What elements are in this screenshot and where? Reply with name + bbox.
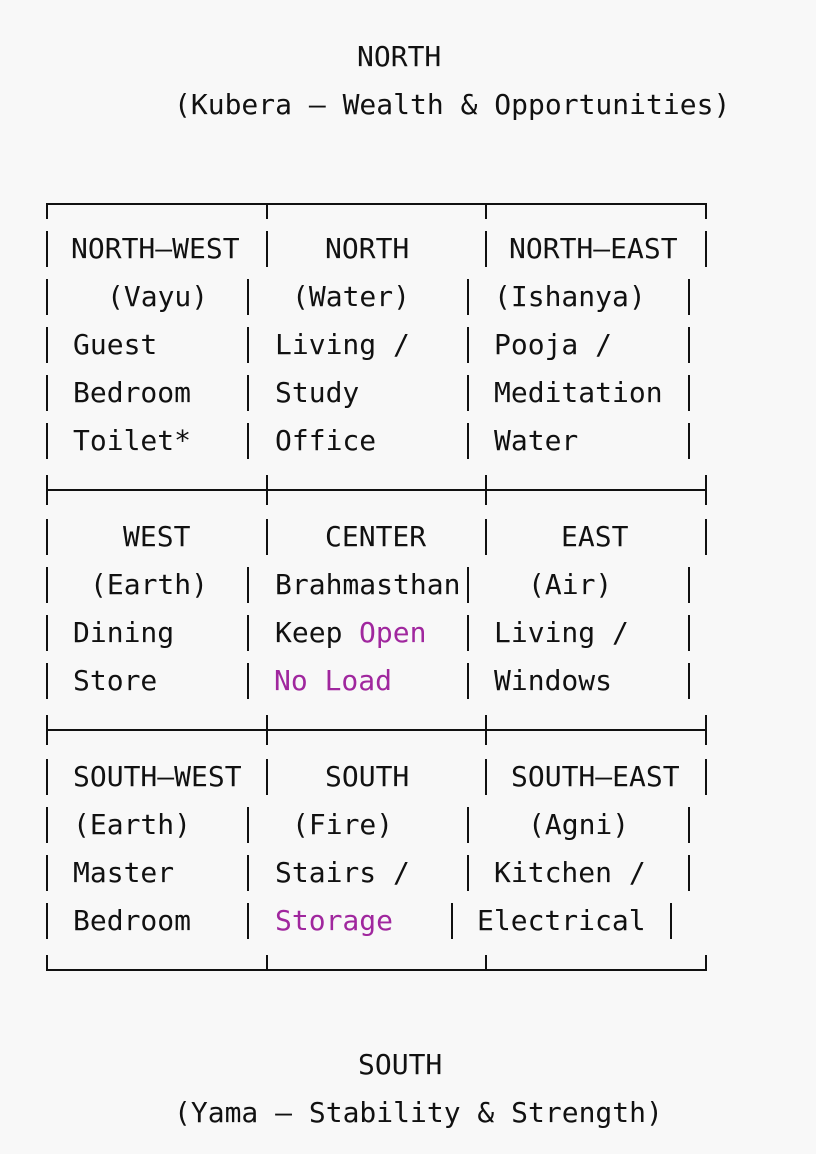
zone-use-line: Living / [275, 328, 410, 361]
zone-element: (Earth) [73, 808, 192, 841]
zone-use-line: Office [275, 424, 377, 457]
south-title: SOUTH [358, 1048, 443, 1081]
zone-direction: WEST [123, 520, 191, 553]
zone-direction: SOUTH–EAST [511, 760, 680, 793]
north-subtitle: (Kubera – Wealth & Opportunities) [174, 88, 731, 121]
zone-use-line: Study [275, 376, 360, 409]
north-title: NORTH [357, 40, 442, 73]
zone-use-line: Pooja / [494, 328, 613, 361]
zone-element: (Vayu) [107, 280, 209, 313]
zone-direction: SOUTH–WEST [73, 760, 242, 793]
zone-direction: CENTER [325, 520, 427, 553]
zone-direction: NORTH [325, 232, 410, 265]
zone-use-line: Water [494, 424, 579, 457]
zone-use-line: Kitchen / [494, 856, 646, 889]
south-subtitle: (Yama – Stability & Strength) [174, 1096, 663, 1129]
zone-use-line: Store [73, 664, 158, 697]
zone-use-highlight: Storage [275, 904, 394, 937]
zone-direction: SOUTH [325, 760, 410, 793]
zone-use-line: Master [73, 856, 175, 889]
zone-direction: NORTH–WEST [71, 232, 240, 265]
zone-use-line: Toilet* [73, 424, 192, 457]
zone-use-line: Electrical [477, 904, 646, 937]
zone-use-line: Bedroom [73, 376, 192, 409]
zone-element: (Agni) [528, 808, 630, 841]
zone-direction: EAST [561, 520, 629, 553]
zone-use-line: Stairs / [275, 856, 410, 889]
zone-element: (Earth) [90, 568, 209, 601]
zone-element: (Water) [292, 280, 411, 313]
zone-use-line: Windows [494, 664, 613, 697]
zone-element: (Air) [528, 568, 613, 601]
zone-element: (Fire) [292, 808, 394, 841]
zone-use-line: Dining [73, 616, 175, 649]
zone-use-line: Living / [494, 616, 629, 649]
zone-use-line: Meditation [494, 376, 663, 409]
zone-use-line: Guest [73, 328, 158, 361]
zone-use-highlight: Open [359, 616, 427, 649]
zone-element: (Ishanya) [494, 280, 646, 313]
zone-element: Brahmasthan [275, 568, 461, 601]
zone-use-highlight: No Load [274, 664, 393, 697]
zone-use-line: Keep [275, 616, 343, 649]
zone-direction: NORTH–EAST [509, 232, 678, 265]
zone-use-line: Bedroom [73, 904, 192, 937]
